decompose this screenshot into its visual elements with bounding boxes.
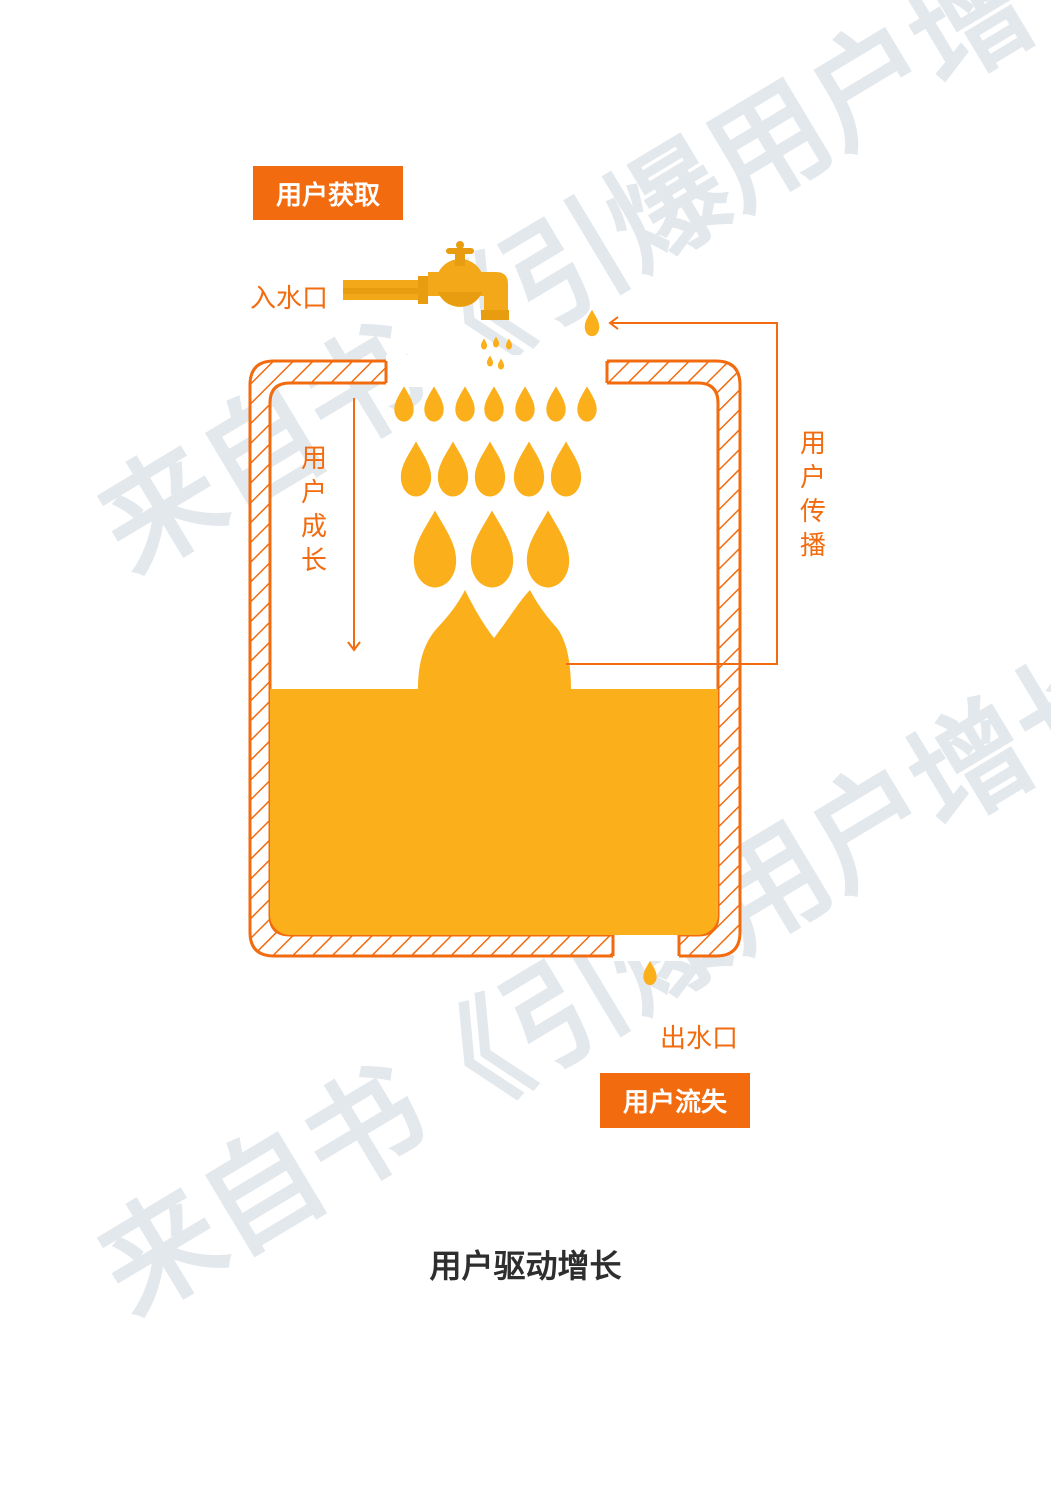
inlet-label: 入水口	[250, 284, 329, 314]
spread-arrow	[566, 316, 778, 665]
water-drop-icon	[413, 510, 457, 588]
water-drop-icon	[550, 441, 582, 497]
water-drop-icon	[492, 336, 500, 348]
water-drop-icon	[470, 510, 514, 588]
water-drop-icon	[643, 960, 657, 986]
water-drop-icon	[505, 338, 513, 350]
outlet-label: 出水口	[660, 1024, 739, 1054]
water-drop-icon	[484, 386, 504, 422]
water-drop-icon	[546, 386, 566, 422]
water-drop-icon	[577, 386, 597, 422]
water-drop-icon	[437, 441, 469, 497]
water-drop-icon	[513, 441, 545, 497]
tank-water	[270, 689, 718, 935]
water-drop-icon	[394, 386, 414, 422]
water-drop-icon	[515, 386, 535, 422]
water-drop-icon	[400, 441, 432, 497]
merging-drops	[418, 590, 571, 689]
spread-label: 用户传播	[799, 429, 826, 561]
tank-wall	[248, 355, 742, 961]
figure-caption: 用户驱动增长	[429, 1247, 622, 1285]
water-drop-icon	[424, 386, 444, 422]
churn-badge: 用户流失	[600, 1073, 750, 1128]
water-drop-icon	[526, 510, 570, 588]
water-drop-icon	[584, 309, 600, 337]
growth-label: 用户成长	[300, 444, 327, 576]
growth-arrow	[347, 398, 361, 652]
acquisition-badge: 用户获取	[253, 166, 403, 220]
water-drop-icon	[455, 386, 475, 422]
water-drop-icon	[480, 338, 488, 350]
faucet-icon	[343, 241, 509, 320]
water-drop-icon	[474, 441, 506, 497]
